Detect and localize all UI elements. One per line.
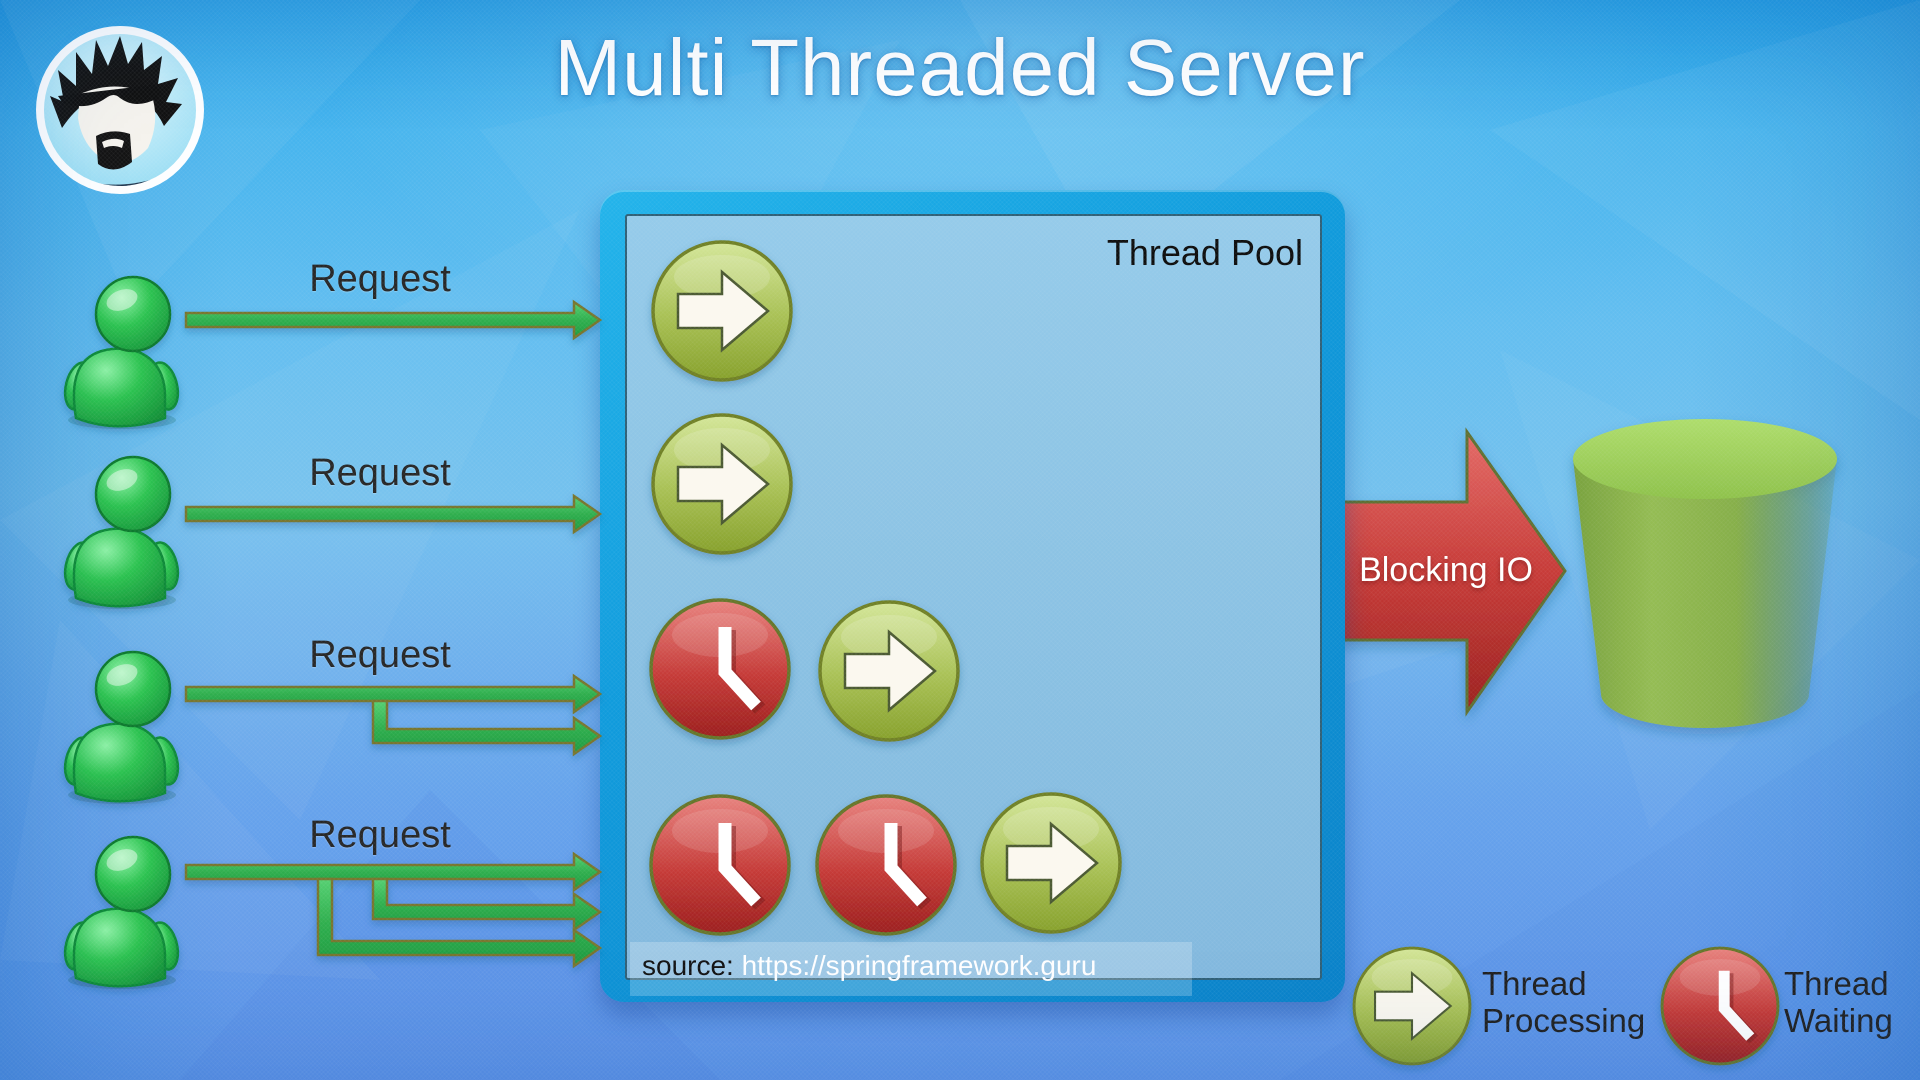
- client-2-icon: [59, 455, 184, 611]
- client-icons: [59, 275, 184, 991]
- source-url: https://springframework.guru: [741, 950, 1097, 981]
- legend-line: Processing: [1482, 1001, 1646, 1039]
- client-1-icon: [59, 275, 184, 431]
- request-3-label: Request: [309, 634, 451, 676]
- request-3-arrow-main: [184, 673, 603, 715]
- thread-pool-title: Thread Pool: [1106, 232, 1303, 273]
- avatar-collar: [60, 166, 186, 186]
- request-1-label: Request: [309, 258, 451, 300]
- source-prefix: source:: [642, 950, 734, 981]
- request-3-arrow-branch: [371, 699, 603, 757]
- thread-waiting-icon: [1662, 948, 1778, 1064]
- legend-line: Thread: [1482, 965, 1587, 1002]
- legend-thread-processing: Thread Processing: [1482, 965, 1646, 1040]
- source-band: [630, 942, 1192, 996]
- source-line: source: https://springframework.guru: [642, 950, 1096, 982]
- database-cylinder-icon: [1573, 419, 1837, 728]
- blocking-io-label: Blocking IO: [1359, 551, 1533, 589]
- avatar-mouth: [102, 138, 124, 148]
- request-4-arrow-main: [184, 851, 603, 893]
- request-4-arrow-branch-1: [316, 877, 603, 969]
- legend-thread-waiting: Thread Waiting: [1784, 965, 1893, 1040]
- request-2-arrow: [184, 493, 603, 535]
- request-4-label: Request: [309, 814, 451, 856]
- avatar-goatee: [96, 131, 132, 170]
- request-2-label: Request: [309, 452, 451, 494]
- page-title: Multi Threaded Server: [554, 23, 1366, 112]
- thread-processing-icon: [1352, 946, 1472, 1066]
- thread-pool-panel: [625, 214, 1322, 980]
- legend-line: Thread: [1784, 965, 1889, 1002]
- legend-line: Waiting: [1784, 1001, 1893, 1039]
- request-4-arrow-branch-2: [371, 877, 603, 933]
- client-4-icon: [59, 835, 184, 991]
- client-3-icon: [59, 650, 184, 806]
- request-1-arrow: [184, 299, 603, 341]
